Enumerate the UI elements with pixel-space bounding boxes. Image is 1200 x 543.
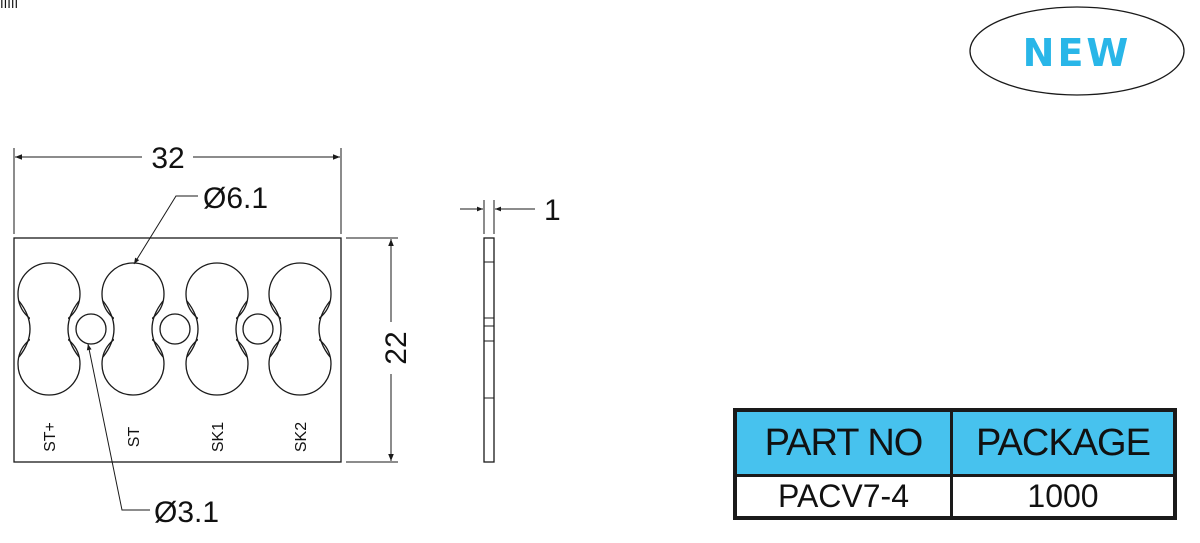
large-hole-callout: Ø6.1: [133, 182, 268, 265]
side-view: [483, 237, 495, 463]
corner-mark: IIIII: [0, 0, 18, 11]
height-value: 22: [380, 331, 413, 364]
small-hole-1: [75, 313, 107, 345]
part-table: PART NO PACKAGE PACV7-4 1000: [733, 408, 1177, 520]
hole-label-st: ST: [126, 427, 143, 448]
hole-label-sk2: SK2: [293, 422, 310, 452]
hole-label-st-plus: ST+: [42, 422, 59, 452]
lobed-hole-3: [185, 262, 249, 396]
part-no-header: PART NO: [737, 412, 950, 474]
front-view: ST+ ST SK1 SK2: [13, 237, 342, 463]
new-badge-label: NEW: [1023, 31, 1132, 75]
large-hole-diameter: Ø6.1: [203, 182, 268, 215]
width-dimension: 32: [13, 142, 342, 234]
thickness-dimension: 1: [460, 194, 561, 234]
small-hole-2: [159, 313, 191, 345]
height-dimension: 22: [346, 237, 413, 463]
thickness-value: 1: [544, 194, 561, 227]
small-hole-diameter: Ø3.1: [154, 496, 219, 529]
package-value: 1000: [953, 477, 1173, 516]
side-profile: [483, 237, 495, 463]
small-hole-3: [242, 313, 274, 345]
package-header: PACKAGE: [953, 412, 1173, 474]
lobed-hole-4: [268, 262, 332, 396]
hole-label-sk1: SK1: [210, 422, 227, 452]
width-value: 32: [151, 142, 184, 175]
lobed-hole-2: [101, 262, 165, 396]
small-hole-callout: Ø3.1: [86, 343, 219, 529]
part-no-value: PACV7-4: [737, 477, 950, 516]
new-badge: NEW: [969, 6, 1185, 96]
lobed-hole-1: [17, 262, 81, 396]
